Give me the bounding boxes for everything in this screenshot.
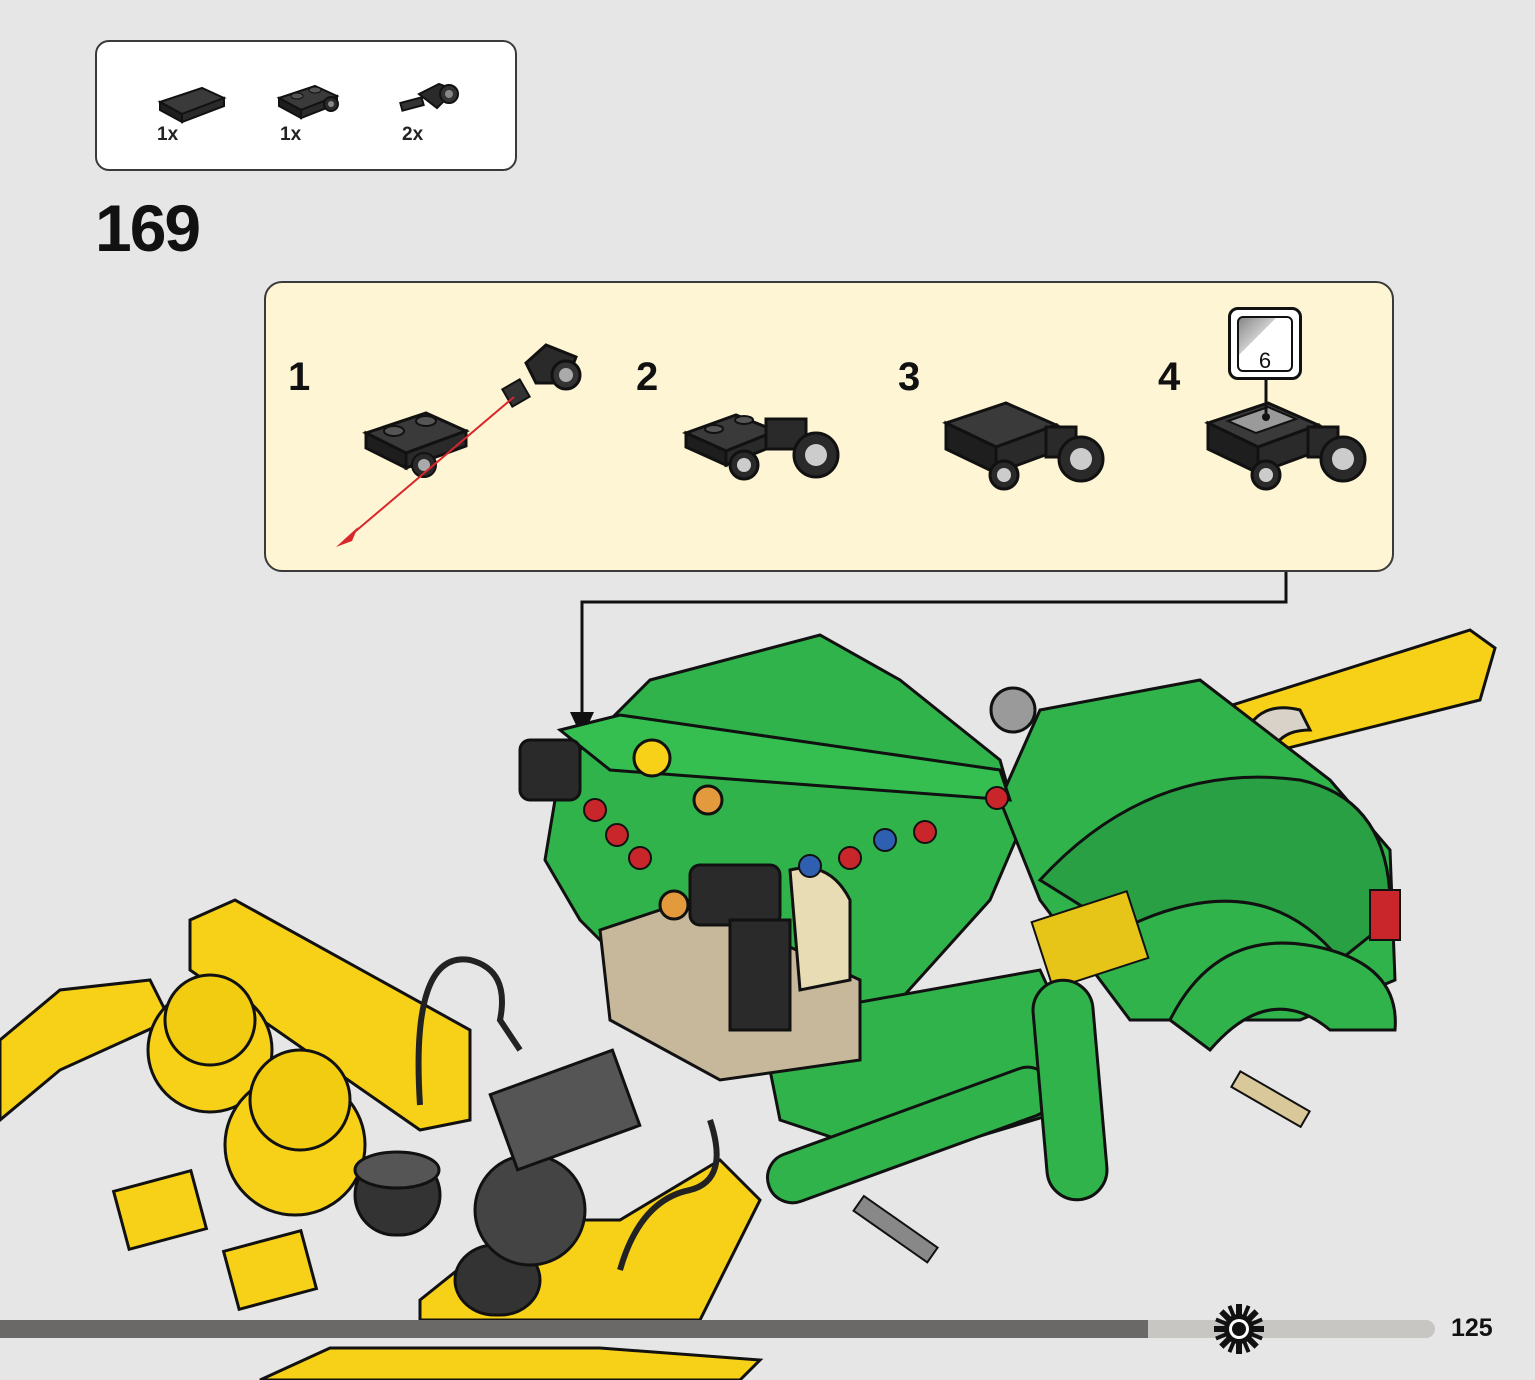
sticker-preview <box>1237 316 1293 372</box>
gear-icon <box>1214 1304 1264 1354</box>
model-illustration <box>0 628 1497 1322</box>
plate-1x2-icon <box>157 86 227 124</box>
model-illustration-bottom <box>259 1346 764 1380</box>
sticker-number: 6 <box>1258 348 1272 373</box>
part-item: 1x <box>152 72 262 162</box>
parts-list: 1x 1x 2x <box>95 40 517 171</box>
substep-2-parts <box>682 413 840 481</box>
substep-number: 3 <box>898 355 921 399</box>
substep-callout: 1 2 3 4 <box>264 281 1394 572</box>
substep-1-parts <box>336 343 582 547</box>
substep-illustrations <box>336 343 1367 547</box>
progress-bar-fill <box>0 1320 1148 1338</box>
substep-number: 2 <box>636 355 659 399</box>
substep-4-parts <box>1204 379 1367 491</box>
sticker-icon: 6 <box>1228 307 1302 380</box>
part-item: 2x <box>397 72 507 162</box>
part-item: 1x <box>275 72 385 162</box>
part-qty: 1x <box>280 124 302 145</box>
plate-pinhole-icon <box>276 84 340 120</box>
substep-number: 1 <box>288 355 311 399</box>
substep-3-parts <box>942 401 1105 491</box>
substep-number: 4 <box>1158 355 1181 399</box>
part-qty: 2x <box>402 124 424 145</box>
callout-connector <box>570 572 1288 730</box>
page-number: 125 <box>1451 1314 1493 1342</box>
part-qty: 1x <box>157 124 179 145</box>
step-number: 169 <box>95 191 201 265</box>
progress-bar <box>0 1320 1435 1338</box>
pin-connector-icon <box>399 82 459 112</box>
